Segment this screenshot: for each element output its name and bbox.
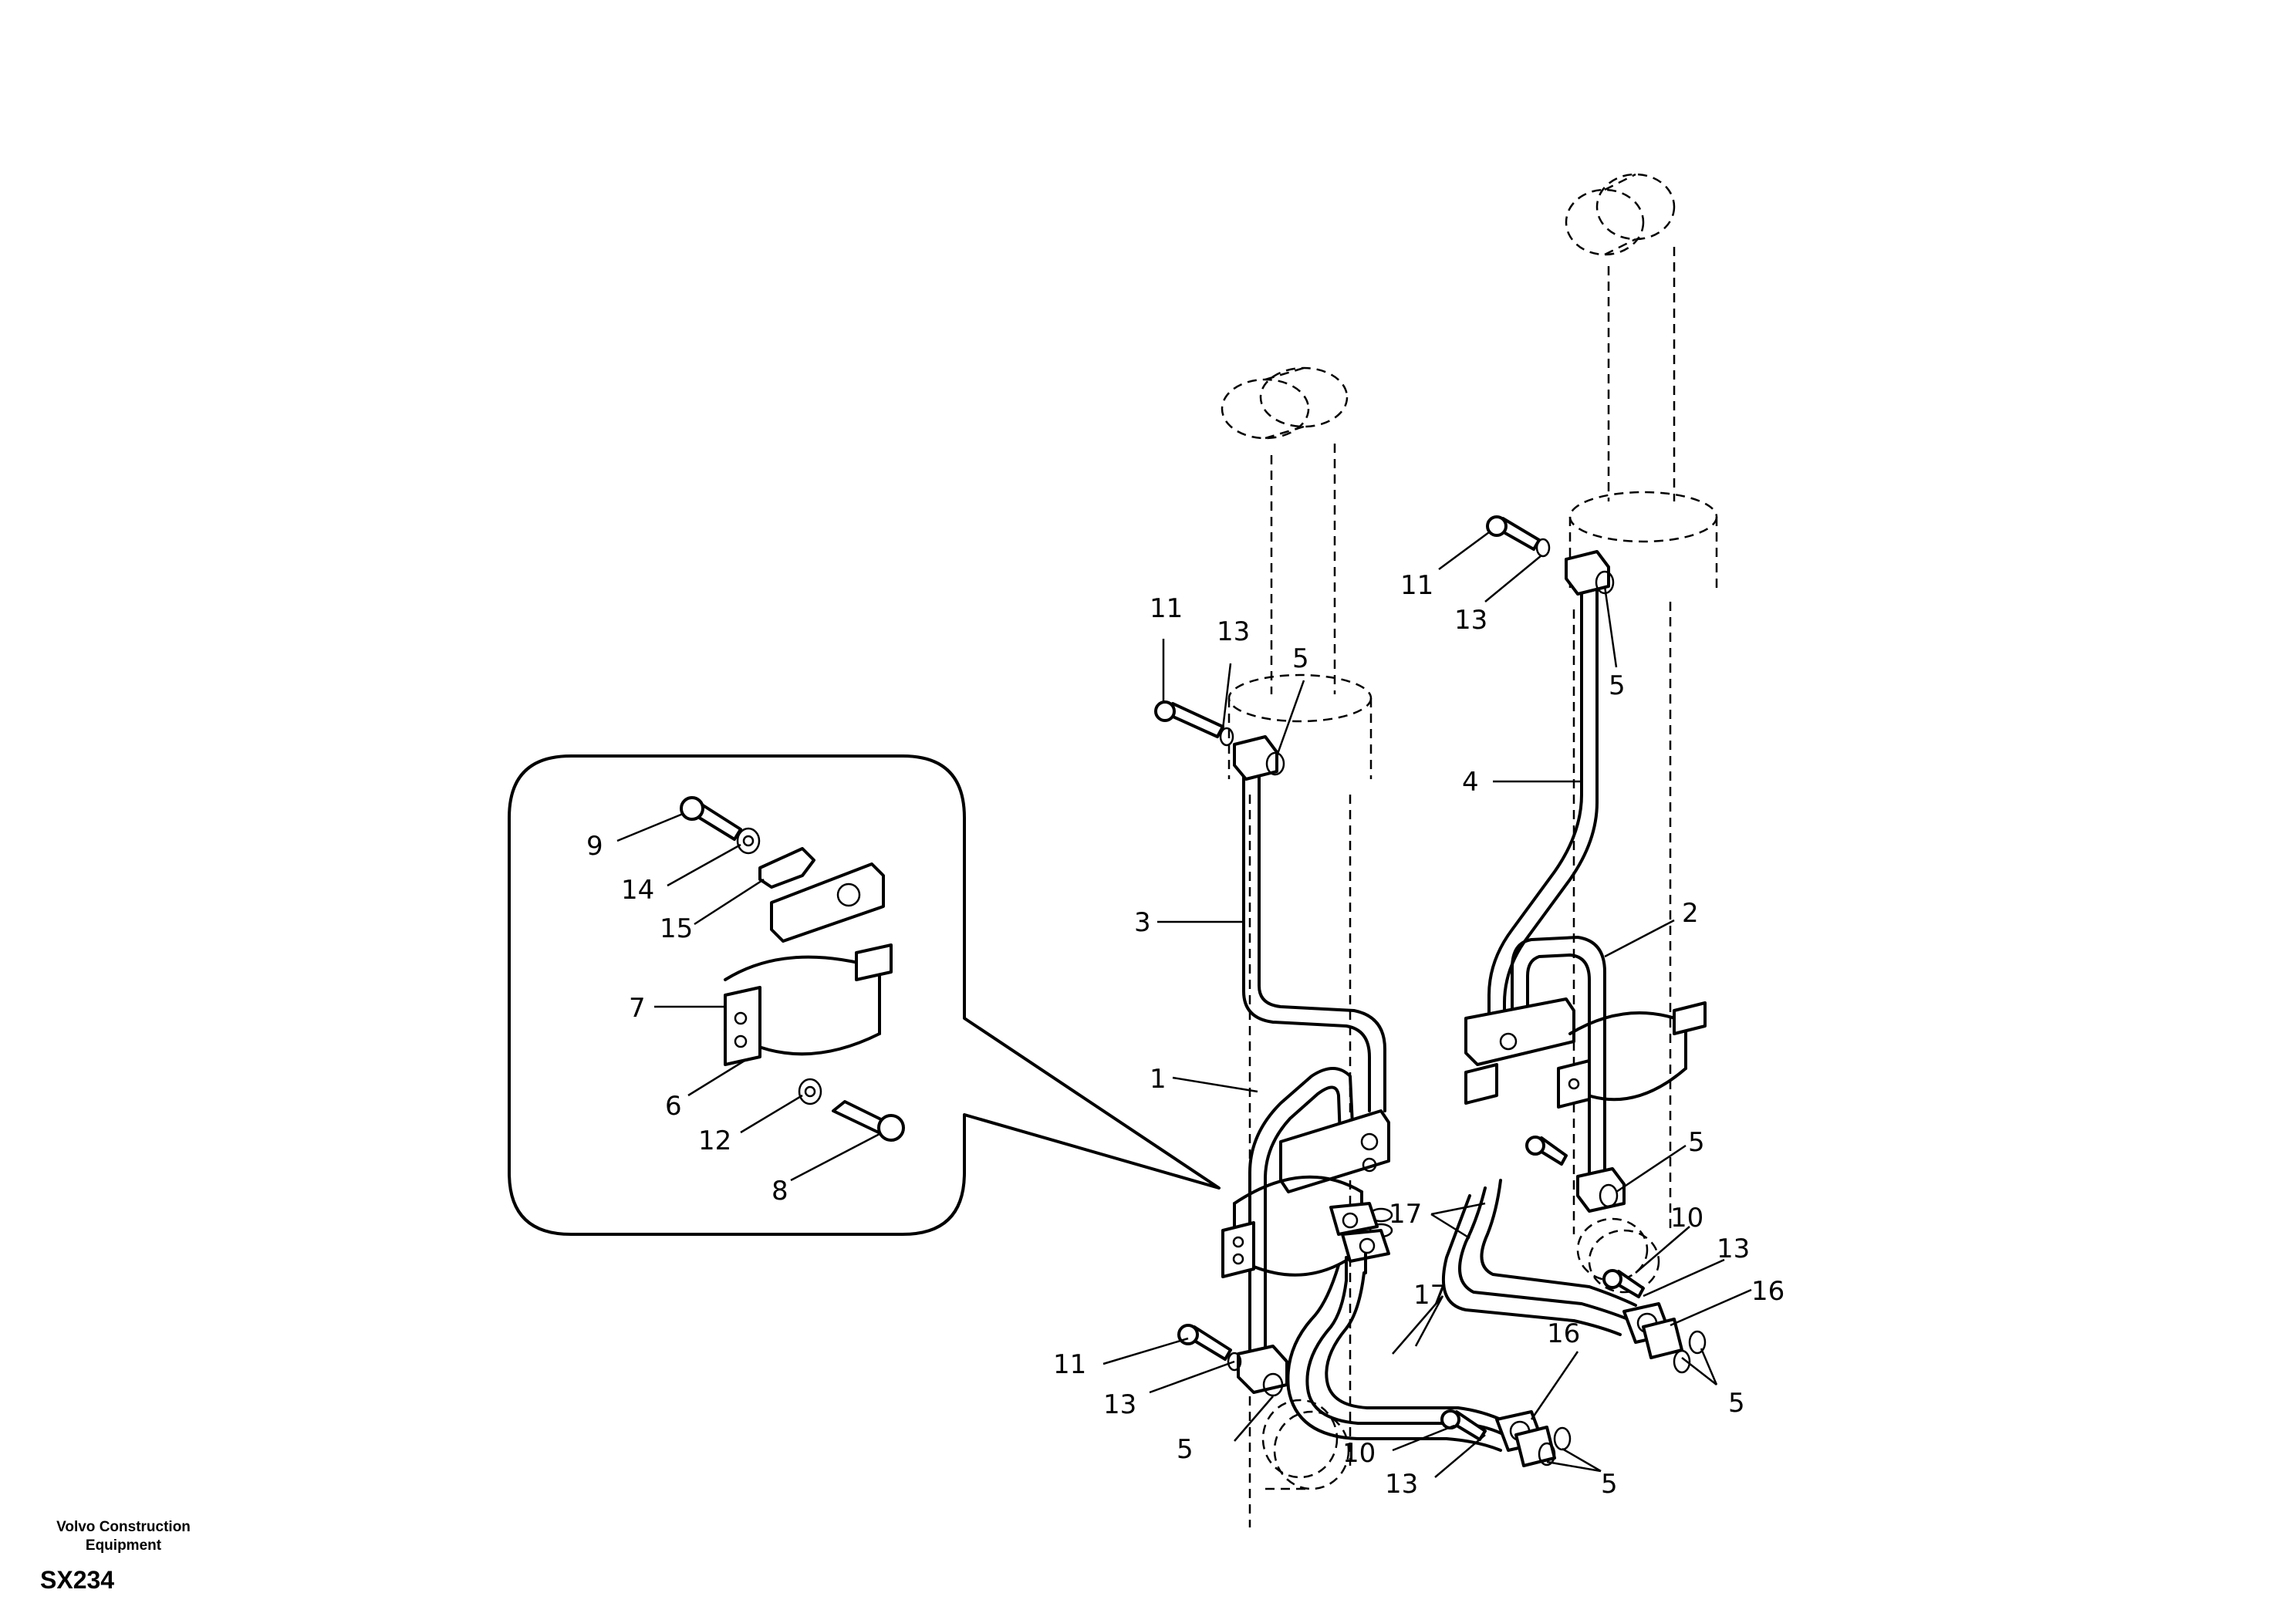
flange-fittings: [1495, 1302, 1707, 1467]
callout-11: 11: [1150, 593, 1183, 624]
callout-13: 13: [1217, 616, 1250, 647]
callout-5: 5: [1601, 1469, 1618, 1500]
callout-13: 13: [1717, 1234, 1750, 1264]
right-clamp-assembly: [1464, 997, 1707, 1109]
tube-4: [1487, 550, 1610, 1035]
callout-14: 14: [621, 875, 654, 906]
callout-7: 7: [629, 993, 646, 1024]
callout-11: 11: [1400, 570, 1433, 601]
callout-5: 5: [1688, 1127, 1705, 1158]
callout-labels: 11 13 5 3 1 11 13 5 4 2 5 17 10 13 16 5 …: [586, 570, 1784, 1500]
callout-12: 12: [698, 1126, 731, 1156]
callout-17: 17: [1389, 1199, 1422, 1230]
callout-11: 11: [1053, 1349, 1086, 1380]
callout-13: 13: [1385, 1469, 1418, 1500]
left-cylinder: [1221, 366, 1373, 1527]
leader-lines: [616, 531, 1752, 1478]
callout-15: 15: [660, 913, 693, 944]
callout-5: 5: [1609, 670, 1626, 701]
bolts-main: [1154, 515, 1645, 1441]
callout-13: 13: [1454, 605, 1487, 636]
callout-5: 5: [1292, 643, 1309, 674]
callout-8: 8: [772, 1176, 788, 1207]
detail-inset: [508, 754, 1221, 1236]
callout-5: 5: [1177, 1434, 1194, 1465]
callout-9: 9: [586, 831, 603, 862]
callout-16: 16: [1547, 1318, 1580, 1349]
callout-10: 10: [1342, 1438, 1376, 1469]
callout-17: 17: [1413, 1280, 1447, 1311]
tube-3: [1233, 735, 1386, 1112]
callout-13: 13: [1103, 1389, 1136, 1420]
callout-16: 16: [1751, 1276, 1784, 1307]
callout-5: 5: [1728, 1388, 1745, 1419]
callout-10: 10: [1670, 1203, 1703, 1234]
callout-4: 4: [1462, 767, 1479, 798]
left-fittings: [1262, 1202, 1393, 1397]
right-cylinder: [1565, 173, 1718, 1294]
callout-3: 3: [1134, 907, 1151, 938]
company-name: Volvo Construction Equipment: [31, 1518, 216, 1555]
company-line-2: Equipment: [85, 1537, 162, 1554]
callout-1: 1: [1150, 1064, 1167, 1095]
callout-2: 2: [1682, 898, 1699, 929]
callout-6: 6: [665, 1091, 682, 1122]
company-line-1: Volvo Construction: [56, 1519, 191, 1535]
drawing-code: SX234: [40, 1566, 115, 1594]
